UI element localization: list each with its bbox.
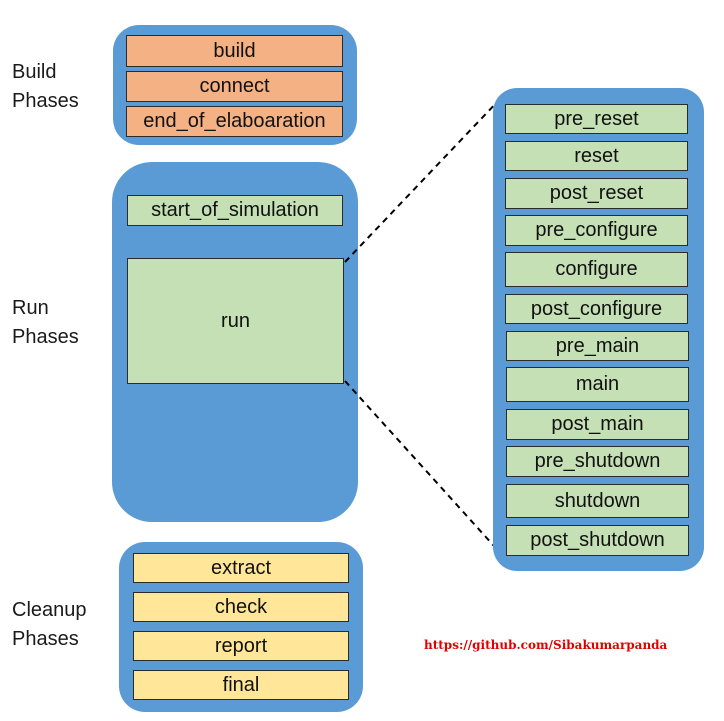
subphase-main: main	[506, 367, 689, 402]
subphase-pre-reset: pre_reset	[505, 104, 688, 134]
phase-build: build	[126, 35, 343, 67]
github-credit: https://github.com/Sibakumarpanda	[424, 638, 668, 652]
subphase-pre-main: pre_main	[506, 331, 689, 361]
build-phases-label: Build Phases	[12, 58, 79, 116]
subphase-reset: reset	[505, 141, 688, 171]
phase-connect: connect	[126, 71, 343, 102]
subphase-shutdown: shutdown	[506, 484, 689, 518]
subphase-post-configure: post_configure	[505, 294, 688, 324]
run-label-line1: Run	[12, 297, 49, 319]
phase-end-of-elaboration: end_of_elaboaration	[126, 106, 343, 137]
run-phases-label: Run Phases	[12, 294, 79, 352]
build-label-line1: Build	[12, 61, 57, 83]
cleanup-label-line1: Cleanup	[12, 599, 87, 621]
phase-extract: extract	[133, 553, 349, 583]
phase-final: final	[133, 670, 349, 700]
subphase-configure: configure	[505, 252, 688, 287]
cleanup-label-line2: Phases	[12, 628, 79, 650]
subphase-pre-shutdown: pre_shutdown	[506, 446, 689, 477]
subphase-post-main: post_main	[506, 409, 689, 440]
phase-report: report	[133, 631, 349, 661]
subphase-post-reset: post_reset	[505, 178, 688, 209]
phase-start-of-simulation: start_of_simulation	[127, 195, 343, 226]
phase-run: run	[127, 258, 344, 384]
subphase-pre-configure: pre_configure	[505, 215, 688, 246]
connector-bottom	[344, 380, 504, 557]
connector-top	[344, 98, 501, 263]
phase-check: check	[133, 592, 349, 622]
cleanup-phases-label: Cleanup Phases	[12, 596, 87, 654]
build-label-line2: Phases	[12, 90, 79, 112]
run-label-line2: Phases	[12, 326, 79, 348]
subphase-post-shutdown: post_shutdown	[506, 525, 689, 556]
